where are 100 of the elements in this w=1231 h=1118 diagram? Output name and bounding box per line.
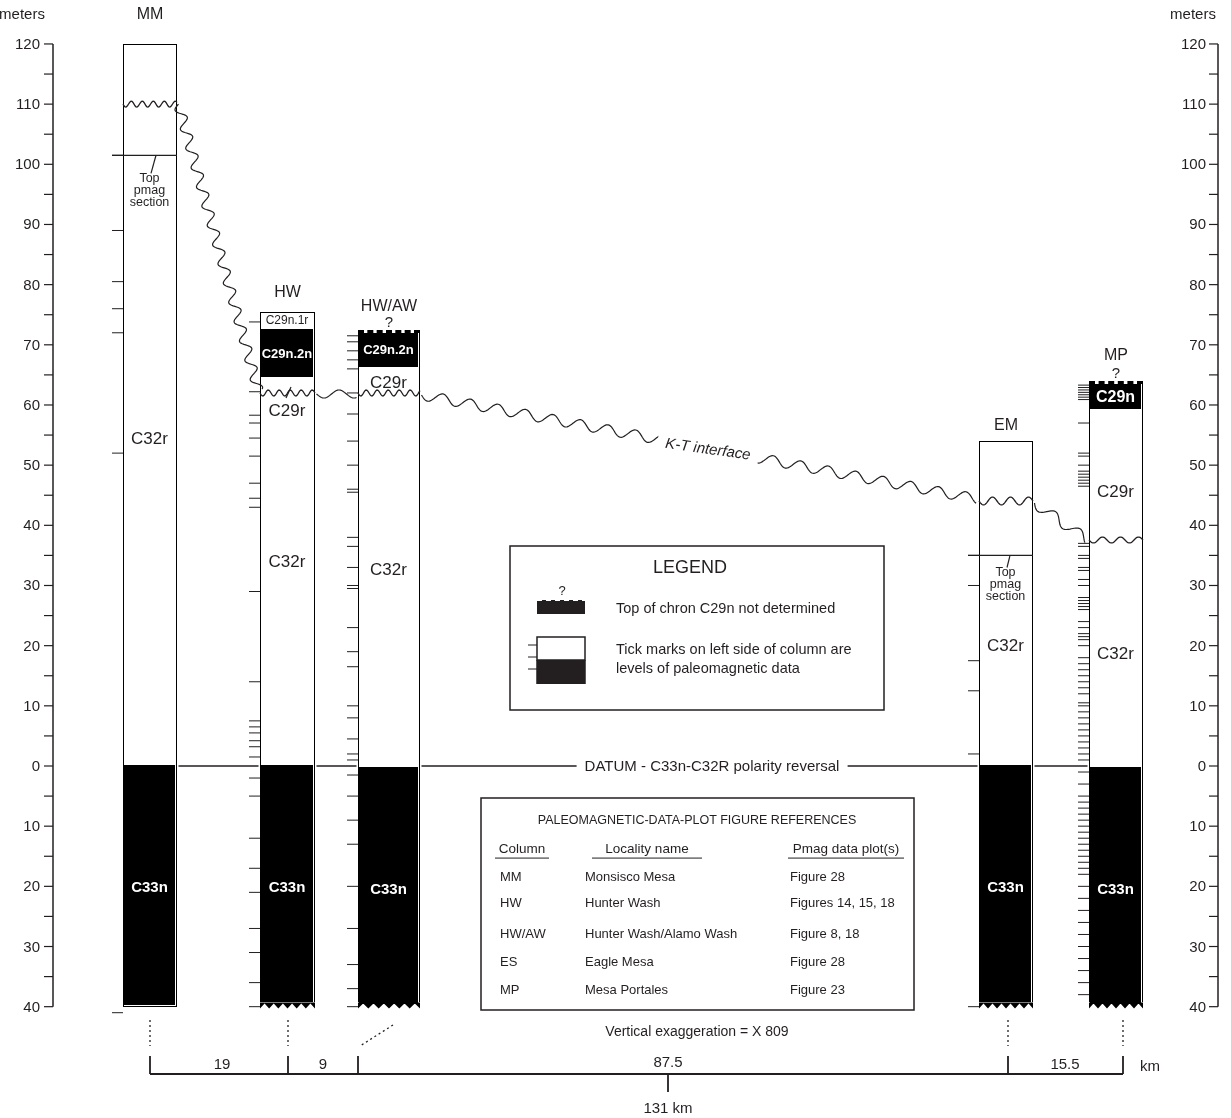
unit-label: km xyxy=(1140,1057,1160,1075)
axis-tick-label: 30 xyxy=(23,577,40,594)
axis-tick-label: 0 xyxy=(31,757,40,775)
polarity-interval xyxy=(359,332,418,368)
axis-tick-label: 110 xyxy=(16,95,40,113)
table-cell: Monsisco Mesa xyxy=(585,869,676,885)
column-label: EM xyxy=(994,417,1018,434)
annotation-text: Top pmag section xyxy=(128,171,171,208)
uncertain-top-mark: ? xyxy=(558,583,566,599)
table-cell: ES xyxy=(500,954,518,970)
chron-label: C29r xyxy=(1097,482,1134,500)
axis-tick-label: 10 xyxy=(1189,697,1206,715)
table-cell: Hunter Wash/Alamo Wash xyxy=(585,926,738,942)
table-cell: Figure 28 xyxy=(790,954,845,970)
axis-tick-label: 30 xyxy=(1189,577,1206,594)
axis-tick-label: 110 xyxy=(1182,95,1206,113)
column-label: MP xyxy=(1104,346,1128,363)
polarity-interval xyxy=(124,765,175,1005)
axis-tick-label: 20 xyxy=(23,637,40,654)
table-header: Column xyxy=(495,841,549,859)
axis-tick-label: 10 xyxy=(23,697,40,715)
axis-tick-label: 40 xyxy=(23,517,40,534)
table-cell: Figures 14, 15, 18 xyxy=(790,895,895,911)
chron-label: C32r xyxy=(268,552,306,570)
datum-line xyxy=(315,765,358,767)
legend-title: LEGEND xyxy=(653,558,727,578)
chron-label: C29n xyxy=(1095,388,1136,405)
axis-tick-label: 80 xyxy=(1189,276,1206,293)
axis-tick-label: 100 xyxy=(1180,156,1206,173)
axis-tick-label: 30 xyxy=(1189,938,1206,955)
table-header: Pmag data plot(s) xyxy=(788,841,904,859)
chron-label: C33n xyxy=(987,878,1024,894)
table-cell: HW xyxy=(500,895,522,911)
chron-label: C32r xyxy=(987,636,1024,654)
table-cell: Figure 8, 18 xyxy=(790,926,860,942)
chron-label: C33n xyxy=(268,878,306,894)
chron-label: C32r xyxy=(370,560,407,578)
chron-label: C29r xyxy=(370,373,407,391)
axis-tick-label: 0 xyxy=(1197,757,1206,775)
axis-tick-label: 40 xyxy=(1189,517,1206,534)
polarity-interval xyxy=(1090,383,1141,410)
leader-line xyxy=(1006,554,1011,569)
axis-tick-label: 60 xyxy=(1189,396,1206,414)
axis-tick-label: 20 xyxy=(1189,878,1206,895)
polarity-interval xyxy=(359,767,418,1004)
axis-tick-label: 30 xyxy=(23,938,40,955)
legend-text: Tick marks on left side of column are levels of paleomagnetic data xyxy=(616,640,853,678)
axis-tick-label: 120 xyxy=(14,35,40,53)
axis-tick-label: 80 xyxy=(23,276,40,293)
axis-tick-label: 70 xyxy=(1189,336,1206,354)
axis-tick-label: 40 xyxy=(1189,998,1206,1015)
table-cell: MP xyxy=(500,982,520,998)
contact-line xyxy=(1033,502,1086,544)
column-label: HW/AW xyxy=(360,297,418,314)
table-cell: Figure 28 xyxy=(790,869,845,885)
uncertain-top-mark: ? xyxy=(384,313,394,329)
column-label: MM xyxy=(136,5,164,22)
axis-tick-label: 120 xyxy=(1180,35,1206,53)
axis-tick-label: 60 xyxy=(23,396,40,414)
chron-label: C29n.1r xyxy=(265,314,309,327)
column-label: HW xyxy=(274,283,301,300)
axis-tick-label: 20 xyxy=(23,878,40,895)
axis-title: meters xyxy=(1170,5,1216,23)
distance-label: 87.5 xyxy=(653,1053,683,1071)
chron-label: C32r xyxy=(1097,644,1134,662)
chron-label: C29n.2n xyxy=(261,346,313,360)
table-cell: Mesa Portales xyxy=(585,982,669,998)
distance-label: 15.5 xyxy=(1050,1055,1080,1073)
axis-tick-label: 10 xyxy=(1189,817,1206,835)
distance-label: 9 xyxy=(318,1055,328,1073)
polarity-interval xyxy=(261,329,313,378)
datum-line xyxy=(177,765,260,767)
axis-title: meters xyxy=(0,5,45,23)
edge-label: K-T interface xyxy=(656,431,760,467)
contact-line xyxy=(315,389,358,399)
chron-label: C33n xyxy=(131,878,168,894)
table-title: PALEOMAGNETIC-DATA-PLOT FIGURE REFERENCES xyxy=(537,814,857,828)
axis-tick-label: 50 xyxy=(1189,456,1206,474)
table-cell: Figure 23 xyxy=(790,982,845,998)
axis-tick-label: 90 xyxy=(23,216,40,233)
axis-tick-label: 40 xyxy=(23,998,40,1015)
chron-label: C29n.2n xyxy=(363,342,414,356)
distance-label: 131 km xyxy=(643,1099,693,1117)
table-cell: Hunter Wash xyxy=(585,895,661,911)
table-cell: MM xyxy=(500,869,522,885)
axis-tick-label: 50 xyxy=(23,456,40,474)
chron-label: C33n xyxy=(1097,880,1134,896)
contact-line xyxy=(174,103,264,390)
table-header: Locality name xyxy=(592,841,702,859)
chron-label: C33n xyxy=(370,880,407,896)
distance-label: 19 xyxy=(213,1055,231,1073)
table-cell: HW/AW xyxy=(500,926,546,942)
note: Vertical exaggeration = X 809 xyxy=(605,1024,789,1040)
polarity-interval xyxy=(980,765,1031,1002)
datum-line xyxy=(1033,765,1089,767)
axis-tick-label: 100 xyxy=(14,156,40,173)
annotation-text: Top pmag section xyxy=(984,566,1027,602)
uncertain-top-mark: ? xyxy=(1111,364,1121,380)
axis-tick-label: 20 xyxy=(1189,637,1206,654)
axis-tick-label: 10 xyxy=(23,817,40,835)
